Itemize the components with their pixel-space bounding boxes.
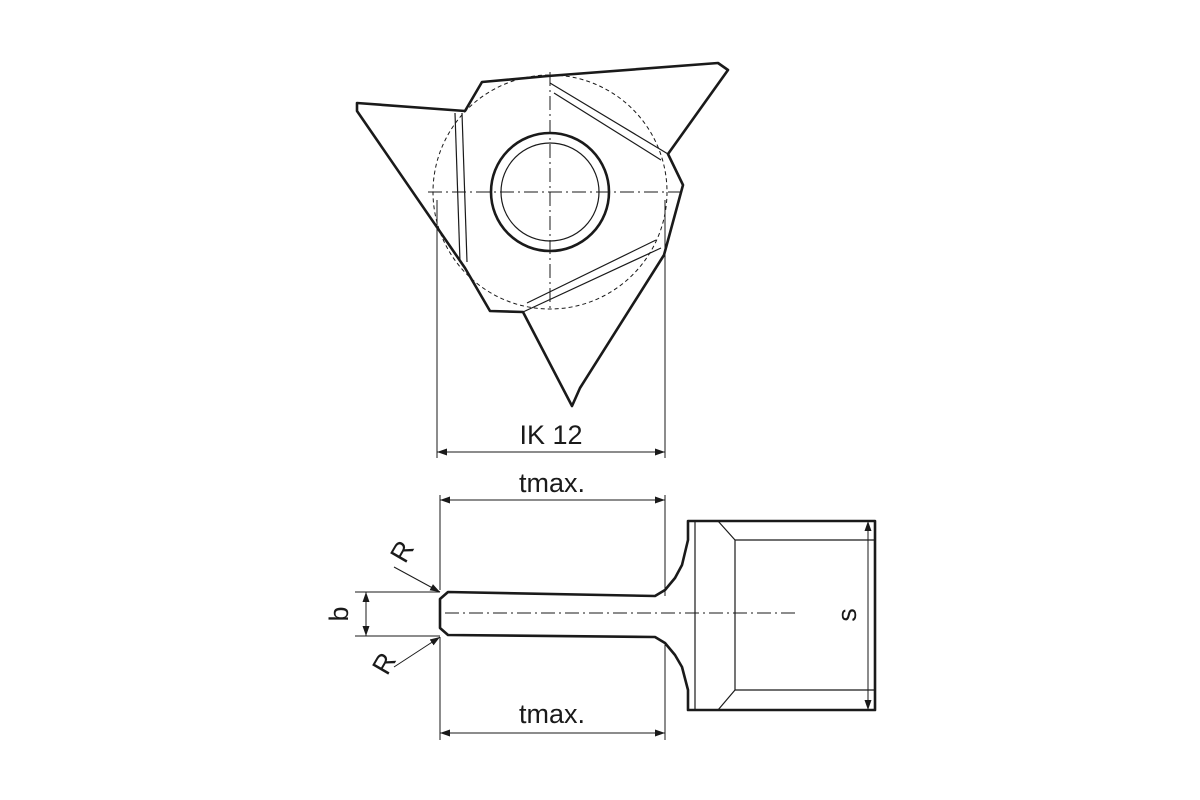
facet-bottom-1 bbox=[522, 247, 662, 313]
b-label: b bbox=[324, 606, 354, 621]
r-top-dimension: R bbox=[384, 536, 441, 593]
insert-top-view bbox=[355, 61, 730, 408]
ik-label: IK 12 bbox=[519, 420, 582, 450]
s-dimension: s bbox=[832, 521, 872, 710]
b-dimension: b bbox=[324, 591, 440, 637]
r-bottom-label: R bbox=[366, 648, 402, 680]
ik-dimension: IK 12 bbox=[436, 200, 666, 458]
facet-left bbox=[454, 112, 461, 263]
insert-side-view bbox=[438, 519, 877, 712]
insert-body-outline bbox=[438, 519, 877, 712]
tmax-bottom-dimension: tmax. bbox=[439, 637, 666, 740]
chamfer-bottom bbox=[717, 689, 736, 711]
facet-right-1 bbox=[549, 82, 669, 155]
chamfer-top bbox=[717, 520, 736, 541]
facet-left-inner bbox=[461, 112, 468, 263]
tmax-bottom-label: tmax. bbox=[519, 699, 585, 729]
s-label: s bbox=[832, 608, 862, 622]
insert-top-outline bbox=[355, 61, 730, 408]
facet-right-2 bbox=[553, 92, 662, 161]
tmax-top-dimension: tmax. bbox=[439, 468, 666, 596]
tmax-top-label: tmax. bbox=[519, 468, 585, 498]
r-bottom-dimension: R bbox=[366, 636, 441, 680]
facet-bottom-2 bbox=[526, 239, 657, 304]
r-top-label: R bbox=[384, 536, 420, 568]
